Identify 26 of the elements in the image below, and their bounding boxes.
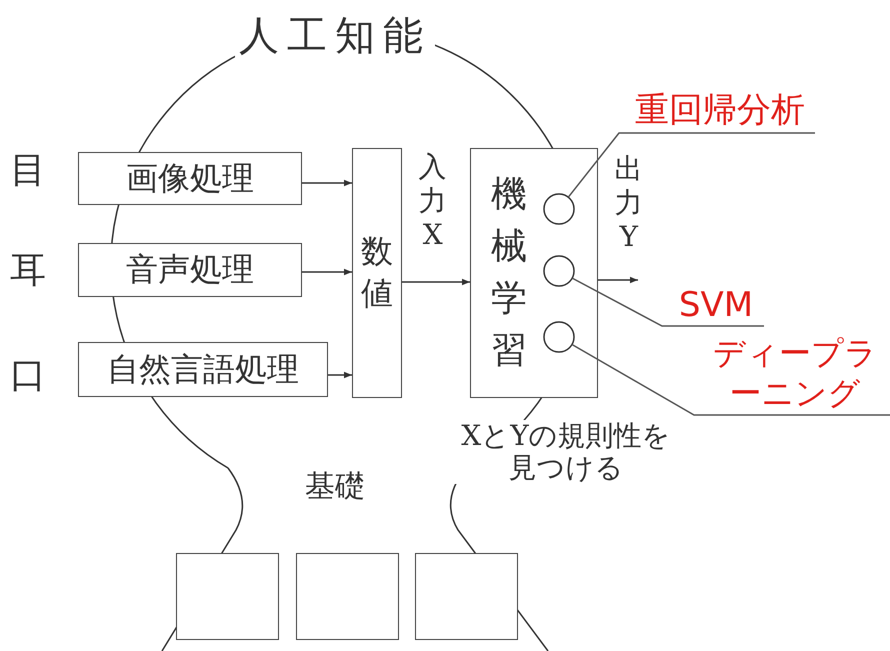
empty-box xyxy=(415,553,518,640)
value-box: 数値 xyxy=(352,148,402,398)
empty-box xyxy=(296,553,399,640)
arrow xyxy=(598,276,638,284)
leader-line xyxy=(568,132,815,198)
side-label: 口 xyxy=(10,355,46,396)
method-label: SVM xyxy=(668,290,764,326)
process-box: 音声処理 xyxy=(78,243,302,297)
leader-line xyxy=(572,277,764,327)
empty-circle xyxy=(543,193,575,225)
method-label: ディープラーニング xyxy=(700,333,890,415)
arrow xyxy=(302,180,352,186)
learning-box: 機械学習 xyxy=(470,148,598,398)
leader-line xyxy=(572,344,890,416)
method-label: 重回帰分析 xyxy=(625,90,815,133)
empty-box xyxy=(176,553,279,640)
empty-circle xyxy=(543,321,575,353)
process-box: 画像処理 xyxy=(78,152,302,205)
base-label: 基礎 xyxy=(305,470,365,504)
process-box: 自然言語処理 xyxy=(78,342,328,397)
arrow xyxy=(402,278,470,286)
arrow xyxy=(302,268,352,276)
empty-circle xyxy=(543,255,575,287)
side-label: 耳 xyxy=(10,250,46,292)
arrow xyxy=(328,372,352,378)
side-label: 目 xyxy=(10,150,46,192)
